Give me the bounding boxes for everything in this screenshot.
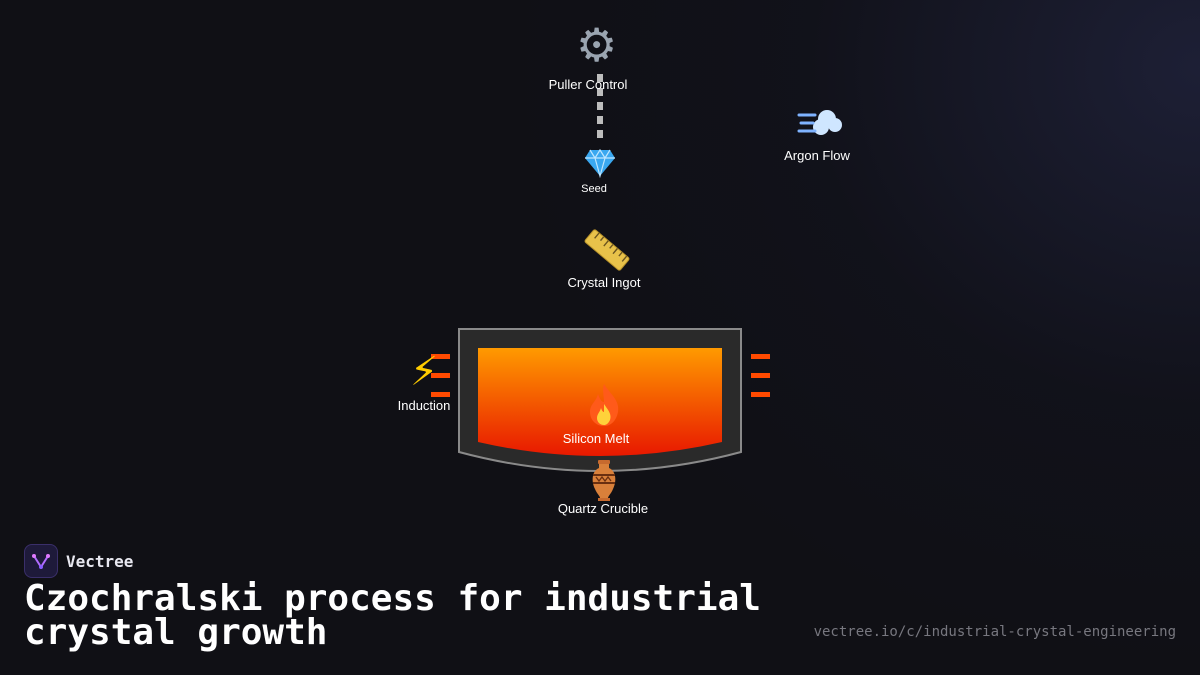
silicon-melt-label: Silicon Melt bbox=[562, 431, 630, 446]
fire-icon bbox=[584, 382, 624, 431]
brand-name: Vectree bbox=[66, 551, 134, 571]
gear-icon: ⚙ bbox=[576, 18, 618, 72]
induction-coil-right-1 bbox=[751, 354, 770, 359]
quartz-crucible-label: Quartz Crucible bbox=[557, 501, 649, 516]
seed-label: Seed bbox=[581, 183, 607, 195]
gem-icon bbox=[584, 148, 616, 183]
brand-logo-icon bbox=[24, 544, 58, 578]
puller-control-label: Puller Control bbox=[548, 77, 628, 92]
induction-coil-left-2 bbox=[431, 373, 450, 378]
page-title: Czochralski process for industrial cryst… bbox=[24, 578, 761, 653]
crystal-ingot-label: Crystal Ingot bbox=[567, 275, 641, 290]
induction-coil-right-3 bbox=[751, 392, 770, 397]
lightning-icon: ⚡ bbox=[410, 349, 439, 395]
argon-flow-label: Argon Flow bbox=[784, 148, 850, 163]
brand: Vectree bbox=[24, 544, 133, 578]
induction-coil-right-2 bbox=[751, 373, 770, 378]
induction-label: Induction bbox=[397, 398, 451, 413]
ruler-icon bbox=[582, 226, 632, 277]
source-url[interactable]: vectree.io/c/industrial-crystal-engineer… bbox=[813, 624, 1176, 640]
dash-wind-icon bbox=[797, 103, 845, 146]
induction-coil-left-1 bbox=[431, 354, 450, 359]
induction-coil-left-3 bbox=[431, 392, 450, 397]
amphora-icon bbox=[589, 459, 619, 504]
